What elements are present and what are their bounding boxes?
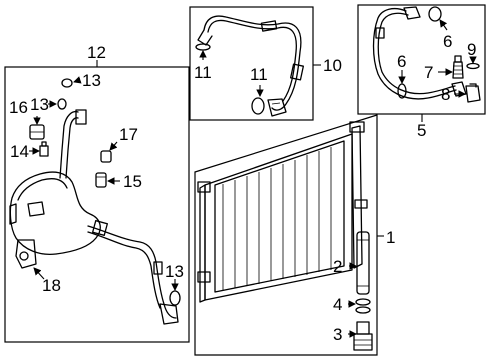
o-ring-11a bbox=[195, 43, 211, 51]
callout-13c: 13 bbox=[165, 262, 184, 281]
accumulator-assembly bbox=[9, 109, 179, 325]
ac-hose-assembly bbox=[197, 15, 304, 117]
plug-3 bbox=[353, 321, 373, 351]
callout-6b: 6 bbox=[397, 52, 406, 71]
callout-11a: 11 bbox=[194, 63, 212, 82]
callout-13b: 13 bbox=[30, 95, 49, 114]
callout-15: 15 bbox=[123, 172, 142, 191]
callout-6a: 6 bbox=[443, 32, 452, 51]
callout-4: 4 bbox=[333, 295, 342, 314]
pressure-hose-assembly bbox=[372, 6, 467, 100]
callout-13a: 13 bbox=[82, 71, 101, 90]
pressure-sensor bbox=[452, 55, 464, 79]
o-ring-6a bbox=[428, 6, 442, 22]
o-ring-11b bbox=[251, 97, 265, 115]
callout-11b: 11 bbox=[250, 65, 268, 84]
cap-17 bbox=[100, 150, 112, 163]
callout-10: 10 bbox=[323, 56, 342, 75]
group-box-10 bbox=[189, 6, 314, 121]
o-ring-4a bbox=[355, 298, 371, 306]
callout-9: 9 bbox=[467, 40, 476, 59]
valve-14 bbox=[39, 141, 49, 157]
valve-core bbox=[465, 83, 481, 103]
callout-16: 16 bbox=[9, 98, 28, 117]
callout-18: 18 bbox=[42, 276, 61, 295]
o-ring-13b bbox=[57, 98, 67, 110]
callout-8: 8 bbox=[441, 85, 450, 104]
callout-7: 7 bbox=[424, 63, 433, 82]
callout-14: 14 bbox=[10, 142, 29, 161]
o-ring-4b bbox=[355, 306, 371, 314]
cap-15 bbox=[95, 172, 107, 188]
receiver-drier bbox=[356, 231, 370, 295]
callout-3: 3 bbox=[333, 325, 342, 344]
callout-5: 5 bbox=[417, 121, 426, 140]
o-ring-13c bbox=[169, 290, 181, 306]
group-box-1 bbox=[194, 114, 378, 356]
callout-17: 17 bbox=[119, 125, 138, 144]
callout-1: 1 bbox=[386, 228, 395, 247]
o-ring-9 bbox=[466, 62, 480, 70]
bracket-18 bbox=[15, 239, 37, 269]
o-ring-6b bbox=[397, 83, 407, 99]
o-ring-13a bbox=[61, 78, 73, 88]
callout-2: 2 bbox=[333, 257, 342, 276]
callout-12: 12 bbox=[87, 43, 106, 62]
cap-16 bbox=[29, 124, 45, 140]
condenser-core bbox=[197, 121, 368, 303]
